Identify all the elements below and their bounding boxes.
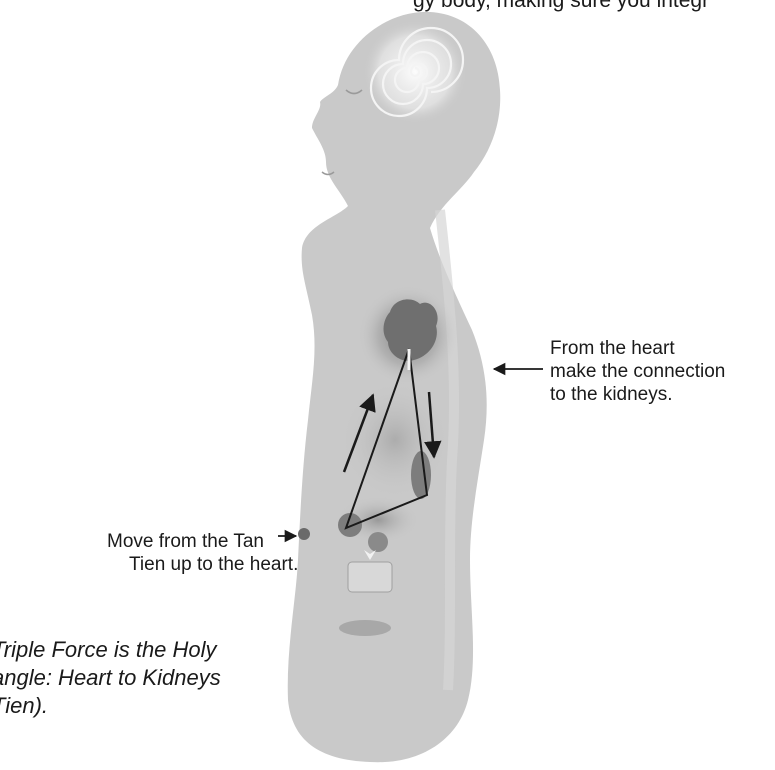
italic-caption-fragment: Triple Force is the Holy angle: Heart to… <box>0 636 207 720</box>
tan-tien-label: Move from the Tan Tien up to the heart. <box>107 531 298 577</box>
label-line: make the connection <box>550 361 725 384</box>
caption-line: Tien). <box>0 692 207 720</box>
pelvic-base <box>348 562 392 592</box>
heart-to-kidneys-label: From the heart make the connection to th… <box>550 338 725 407</box>
lower-organ <box>368 532 388 552</box>
label-line: From the heart <box>550 338 725 361</box>
caption-line: angle: Heart to Kidneys <box>0 664 207 692</box>
label-line: Move from the Tan <box>107 531 298 554</box>
navel-point <box>298 528 310 540</box>
top-caption-fragment: gy body, making sure you integr <box>413 0 709 12</box>
label-line: Tien up to the heart. <box>107 554 298 577</box>
kidney-organ <box>411 451 431 499</box>
sacral-glow <box>339 620 391 636</box>
caption-line: Triple Force is the Holy <box>0 636 207 664</box>
label-line: to the kidneys. <box>550 384 725 407</box>
